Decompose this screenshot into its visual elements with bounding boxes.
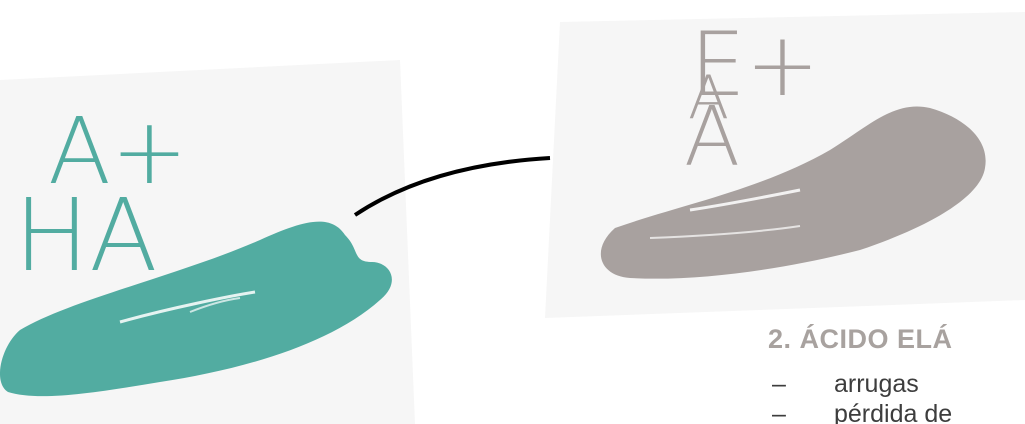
section-heading: 2. ÁCIDO ELÁ [768,324,953,355]
bullet-item: –pérdida de [772,400,952,424]
bullet-dash: – [772,370,834,399]
bullet-dash: – [772,400,834,424]
bullet-text: pérdida de [834,400,952,424]
right-logo-line3: A [684,90,740,185]
left-logo-line2: HA [14,177,158,294]
bullet-item: –arrugas [772,370,919,399]
bullet-text: arrugas [834,370,919,398]
